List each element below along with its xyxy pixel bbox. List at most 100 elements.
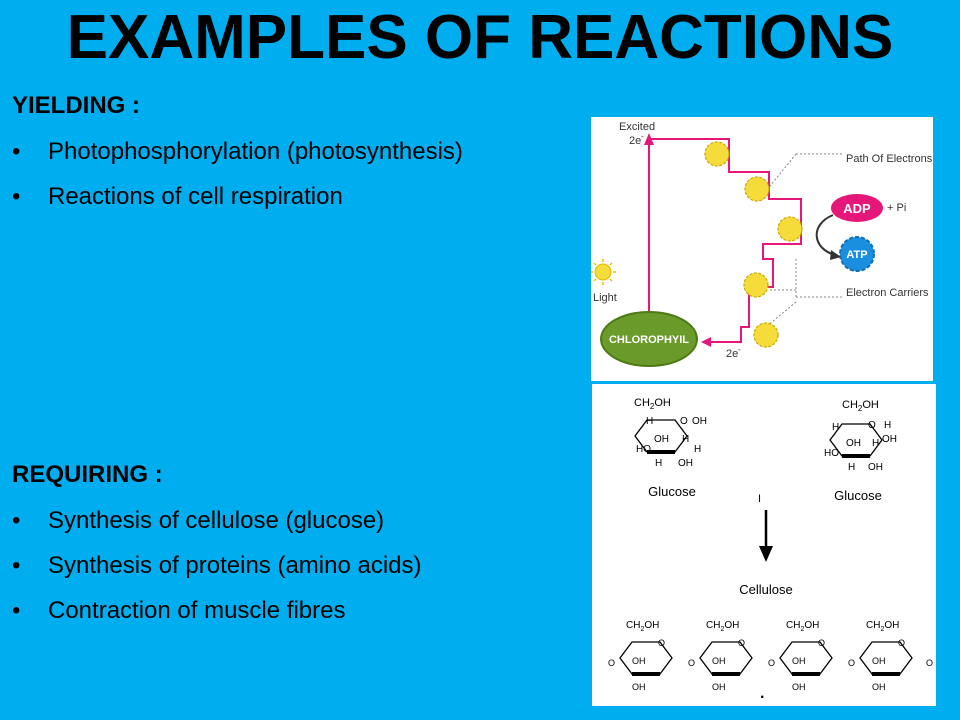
arrow-right-icon xyxy=(830,250,841,260)
ch2oh-group: CH2OH xyxy=(634,397,671,411)
svg-text:OH: OH xyxy=(632,656,646,666)
requiring-heading: REQUIRING : xyxy=(12,461,163,488)
cellulose-chain: CH2OH O OH OH O CH2OH O OH OH O CH2OH O … xyxy=(608,620,933,702)
electron-carriers-label: Electron Carriers xyxy=(846,287,929,299)
svg-text:CH2OH: CH2OH xyxy=(786,620,819,633)
svg-text:OH: OH xyxy=(872,656,886,666)
atp-label: ATP xyxy=(846,249,867,261)
bullet-icon: • xyxy=(12,183,21,210)
svg-text:H: H xyxy=(682,434,689,445)
cellulose-unit: CH2OH O OH OH O xyxy=(688,620,754,692)
svg-text:OH: OH xyxy=(846,438,861,449)
svg-text:H: H xyxy=(646,416,653,427)
svg-text:OH: OH xyxy=(792,656,806,666)
list-item-text: Photophosphorylation (photosynthesis) xyxy=(48,138,463,165)
return-electrons-charge: - xyxy=(738,345,741,354)
svg-text:O: O xyxy=(848,658,855,668)
adp-to-atp-arrow xyxy=(815,214,836,256)
bullet-icon: • xyxy=(12,552,21,579)
svg-text:H: H xyxy=(884,420,891,431)
svg-text:OH: OH xyxy=(872,682,886,692)
electron-carrier-icon xyxy=(753,322,779,348)
list-item: • Synthesis of proteins (amino acids) xyxy=(10,543,422,588)
svg-text:H: H xyxy=(848,462,855,473)
svg-text:HO: HO xyxy=(636,444,651,455)
chlorophyll-oval xyxy=(600,311,698,367)
glucose-molecule-right: CH2OH O H H OH H HO OH H OH xyxy=(824,399,897,473)
svg-text:O: O xyxy=(658,638,665,648)
svg-text:H: H xyxy=(832,422,839,433)
roman-one-label: I xyxy=(758,493,761,505)
svg-text:H: H xyxy=(655,458,662,469)
svg-text:OH: OH xyxy=(792,682,806,692)
svg-text:HO: HO xyxy=(824,448,839,459)
svg-text:H: H xyxy=(694,444,701,455)
yielding-heading: YIELDING : xyxy=(12,92,141,119)
list-item-text: Synthesis of cellulose (glucose) xyxy=(48,507,385,534)
svg-text:O: O xyxy=(768,658,775,668)
electron-carrier-icon xyxy=(743,272,769,298)
excited-label: Excited xyxy=(619,121,655,133)
glucose-right-label: Glucose xyxy=(834,488,882,503)
cellulose-svg: CH2OH O OH H OH H HO H H OH Glucose CH2O… xyxy=(608,397,933,702)
svg-text:OH: OH xyxy=(868,462,883,473)
svg-text:OH: OH xyxy=(712,656,726,666)
adp-oval xyxy=(831,194,883,222)
svg-text:O: O xyxy=(608,658,615,668)
svg-text:OH: OH xyxy=(692,416,707,427)
list-item: • Synthesis of cellulose (glucose) xyxy=(10,498,422,543)
yielding-list: • Photophosphorylation (photosynthesis) •… xyxy=(10,129,463,219)
cellulose-diagram: CH2OH O OH H OH H HO H H OH Glucose CH2O… xyxy=(592,384,936,706)
svg-text:OH: OH xyxy=(632,682,646,692)
svg-text:OH: OH xyxy=(712,682,726,692)
photophosphorylation-svg: CHLOROPHYIL ADP + Pi ATP Excited 2e - Pa… xyxy=(591,121,933,367)
svg-text:CH2OH: CH2OH xyxy=(706,620,739,633)
svg-text:OH: OH xyxy=(678,458,693,469)
cellulose-unit: CH2OH O OH OH O xyxy=(768,620,834,692)
glucose-left-label: Glucose xyxy=(648,484,696,499)
sun-icon xyxy=(591,259,616,285)
svg-text:O: O xyxy=(680,416,688,427)
list-item-text: Contraction of muscle fibres xyxy=(48,597,346,624)
arrow-left-icon xyxy=(701,337,711,347)
list-item: • Photophosphorylation (photosynthesis) xyxy=(10,129,463,174)
electron-carrier-icon xyxy=(704,141,730,167)
list-item-text: Reactions of cell respiration xyxy=(48,183,343,210)
path-of-electrons-label: Path Of Electrons xyxy=(846,153,933,165)
bullet-icon: • xyxy=(12,138,21,165)
electron-carrier-icon xyxy=(744,176,770,202)
svg-text:CH2OH: CH2OH xyxy=(866,620,899,633)
svg-text:OH: OH xyxy=(882,434,897,445)
svg-text:O: O xyxy=(926,658,933,668)
svg-text:O: O xyxy=(688,658,695,668)
svg-text:O: O xyxy=(738,638,745,648)
cellulose-unit: CH2OH O OH OH O O xyxy=(848,620,933,692)
adp-label: ADP xyxy=(843,201,871,216)
dot-mark: . xyxy=(760,685,764,702)
glucose-molecule-left: CH2OH O OH H OH H HO H H OH xyxy=(633,397,707,469)
svg-text:CH2OH: CH2OH xyxy=(626,620,659,633)
light-label: Light xyxy=(593,292,617,304)
list-item: • Reactions of cell respiration xyxy=(10,174,463,219)
list-item: • Contraction of muscle fibres xyxy=(10,588,422,633)
chlorophyll-label: CHLOROPHYIL xyxy=(609,334,689,346)
svg-text:OH: OH xyxy=(654,434,669,445)
cellulose-label: Cellulose xyxy=(739,582,792,597)
atp-burst xyxy=(839,236,875,272)
arrow-down-icon xyxy=(759,546,773,562)
electron-carrier-icon xyxy=(777,216,803,242)
excited-electrons-charge: - xyxy=(641,132,644,141)
ch2oh-group: CH2OH xyxy=(842,399,879,413)
requiring-list: • Synthesis of cellulose (glucose) • Synth… xyxy=(10,498,422,633)
bullet-icon: • xyxy=(12,597,21,624)
excited-electrons-label: 2e xyxy=(629,135,641,147)
svg-text:O: O xyxy=(868,420,876,431)
svg-text:O: O xyxy=(898,638,905,648)
svg-text:O: O xyxy=(818,638,825,648)
bullet-icon: • xyxy=(12,507,21,534)
return-electrons-label: 2e xyxy=(726,348,738,360)
svg-text:H: H xyxy=(872,438,879,449)
list-item-text: Synthesis of proteins (amino acids) xyxy=(48,552,422,579)
electron-path xyxy=(649,138,802,343)
cellulose-unit: CH2OH O OH OH O xyxy=(608,620,674,692)
